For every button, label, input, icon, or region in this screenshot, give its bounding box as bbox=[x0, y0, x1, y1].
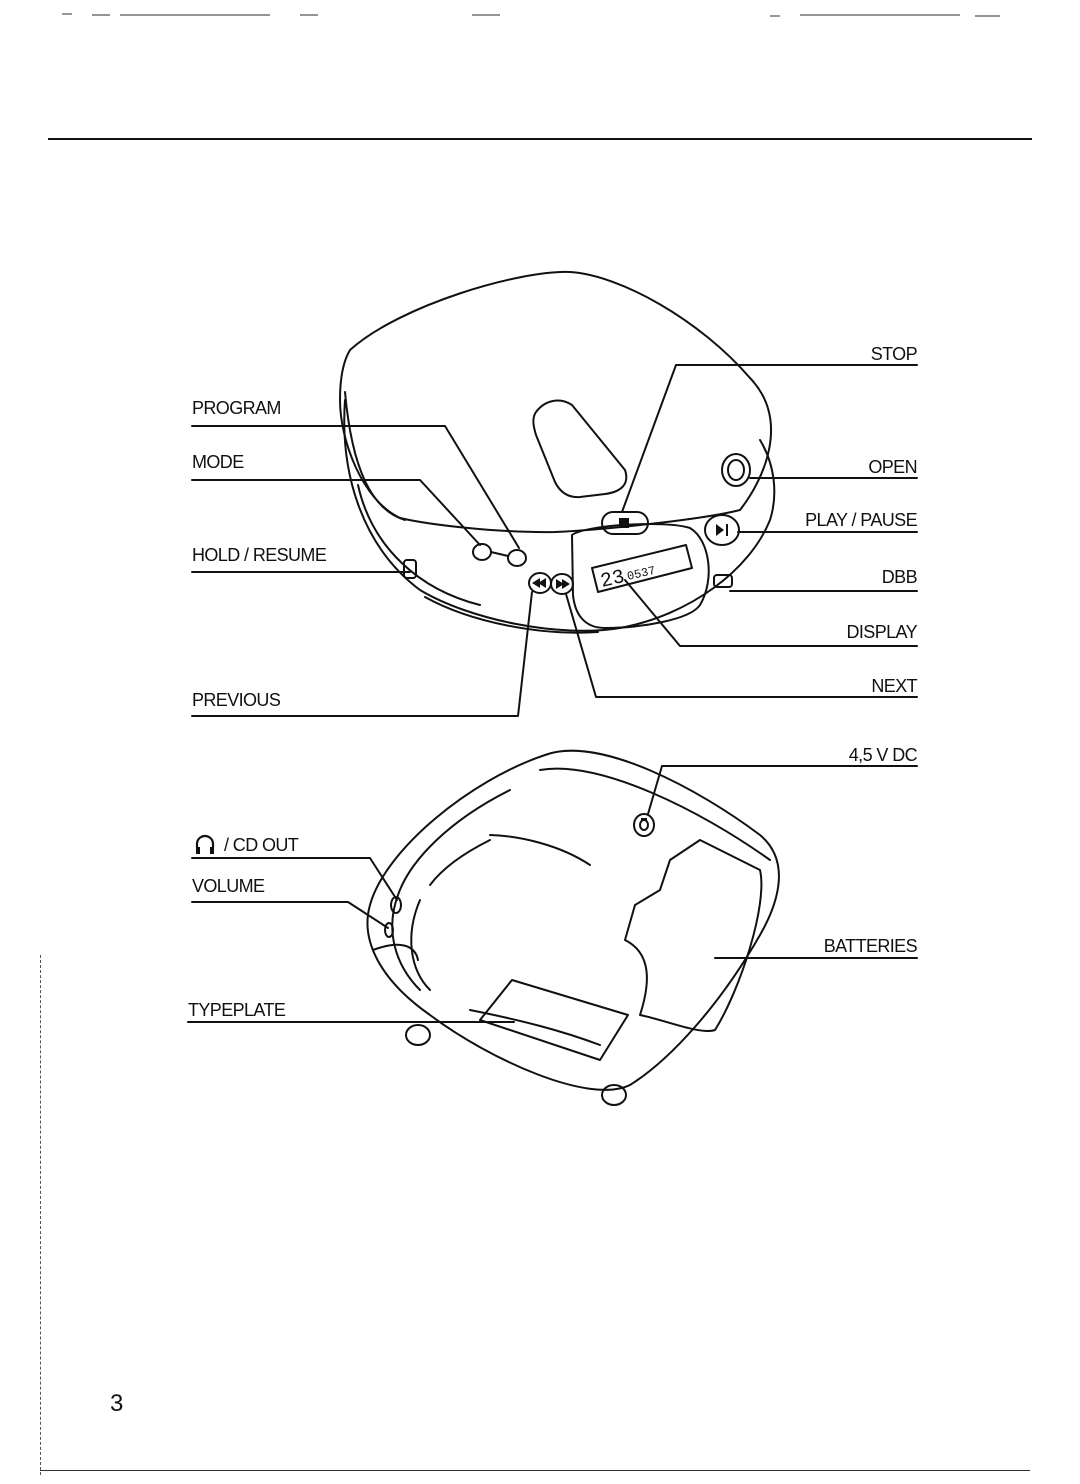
label-mode: MODE bbox=[192, 452, 244, 472]
margin-bracket bbox=[40, 955, 43, 1475]
label-play-pause: PLAY / PAUSE bbox=[805, 510, 917, 530]
scan-marks bbox=[62, 13, 1000, 17]
back-view bbox=[187, 749, 918, 1106]
label-program: PROGRAM bbox=[192, 398, 281, 418]
label-previous: PREVIOUS bbox=[192, 690, 281, 710]
label-dbb: DBB bbox=[881, 567, 918, 587]
headphones-icon bbox=[195, 834, 215, 854]
dc-jack-icon bbox=[641, 818, 647, 821]
display-small-readout: 0537 bbox=[626, 564, 657, 584]
label-display: DISPLAY bbox=[846, 622, 918, 642]
next-icon bbox=[556, 579, 570, 589]
front-view bbox=[191, 270, 918, 717]
play-pause-icon bbox=[716, 524, 728, 536]
label-dc-in: 4,5 V DC bbox=[848, 745, 918, 765]
previous-icon bbox=[532, 578, 546, 588]
label-stop: STOP bbox=[870, 344, 918, 364]
label-batteries: BATTERIES bbox=[823, 936, 918, 956]
label-cd-out: / CD OUT bbox=[224, 835, 299, 855]
header-rule bbox=[48, 138, 1032, 140]
label-open: OPEN bbox=[868, 457, 917, 477]
display-readout: 23 bbox=[598, 566, 627, 594]
label-typeplate: TYPEPLATE bbox=[188, 1000, 286, 1020]
page-number: 3 bbox=[110, 1390, 124, 1417]
label-volume: VOLUME bbox=[192, 876, 265, 896]
label-hold-resume: HOLD / RESUME bbox=[192, 545, 327, 565]
stop-icon bbox=[619, 518, 629, 528]
label-next: NEXT bbox=[871, 676, 917, 696]
footer-rule bbox=[40, 1470, 1030, 1472]
